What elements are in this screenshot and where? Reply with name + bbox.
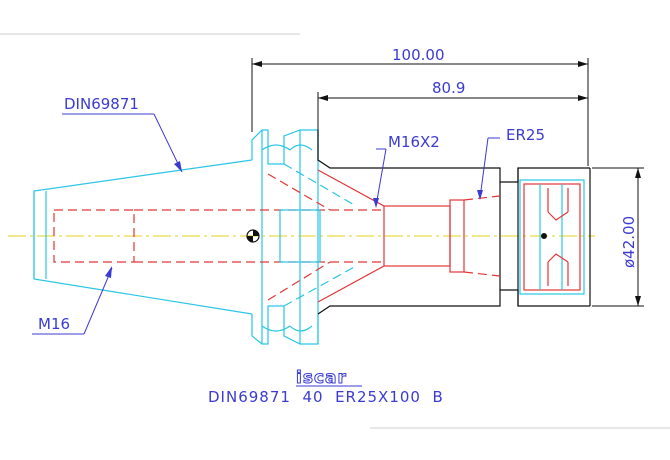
dimension-gauge-length-label: 80.9 (432, 79, 465, 97)
callout-collet: ER25 (506, 126, 545, 144)
flange (251, 129, 319, 345)
callout-standard: DIN69871 (64, 95, 139, 113)
holder-body (317, 130, 591, 315)
taper-shank (33, 159, 253, 315)
dimension-diameter (592, 167, 644, 307)
callout-thread-inner: M16X2 (388, 133, 440, 151)
leader-collet (477, 137, 500, 200)
dimension-overall-length (251, 58, 589, 166)
brand-logo: iscar (296, 368, 362, 389)
dimension-overall-length-label: 100.00 (392, 46, 445, 64)
callout-thread-rear: M16 (38, 315, 70, 333)
collet-nut (519, 179, 585, 295)
leader-thread-inner (373, 148, 387, 208)
dimension-gauge-length (317, 92, 588, 130)
drawing-title: DIN69871 40 ER25X100 B (208, 388, 444, 406)
gauge-points (246, 229, 547, 243)
svg-text:iscar: iscar (296, 368, 347, 388)
sheet-frame (0, 33, 670, 429)
internal-bore (53, 163, 501, 307)
leader-thread-rear (32, 266, 113, 335)
dimension-diameter-label: ø42.00 (620, 216, 638, 268)
leader-standard (62, 113, 183, 173)
